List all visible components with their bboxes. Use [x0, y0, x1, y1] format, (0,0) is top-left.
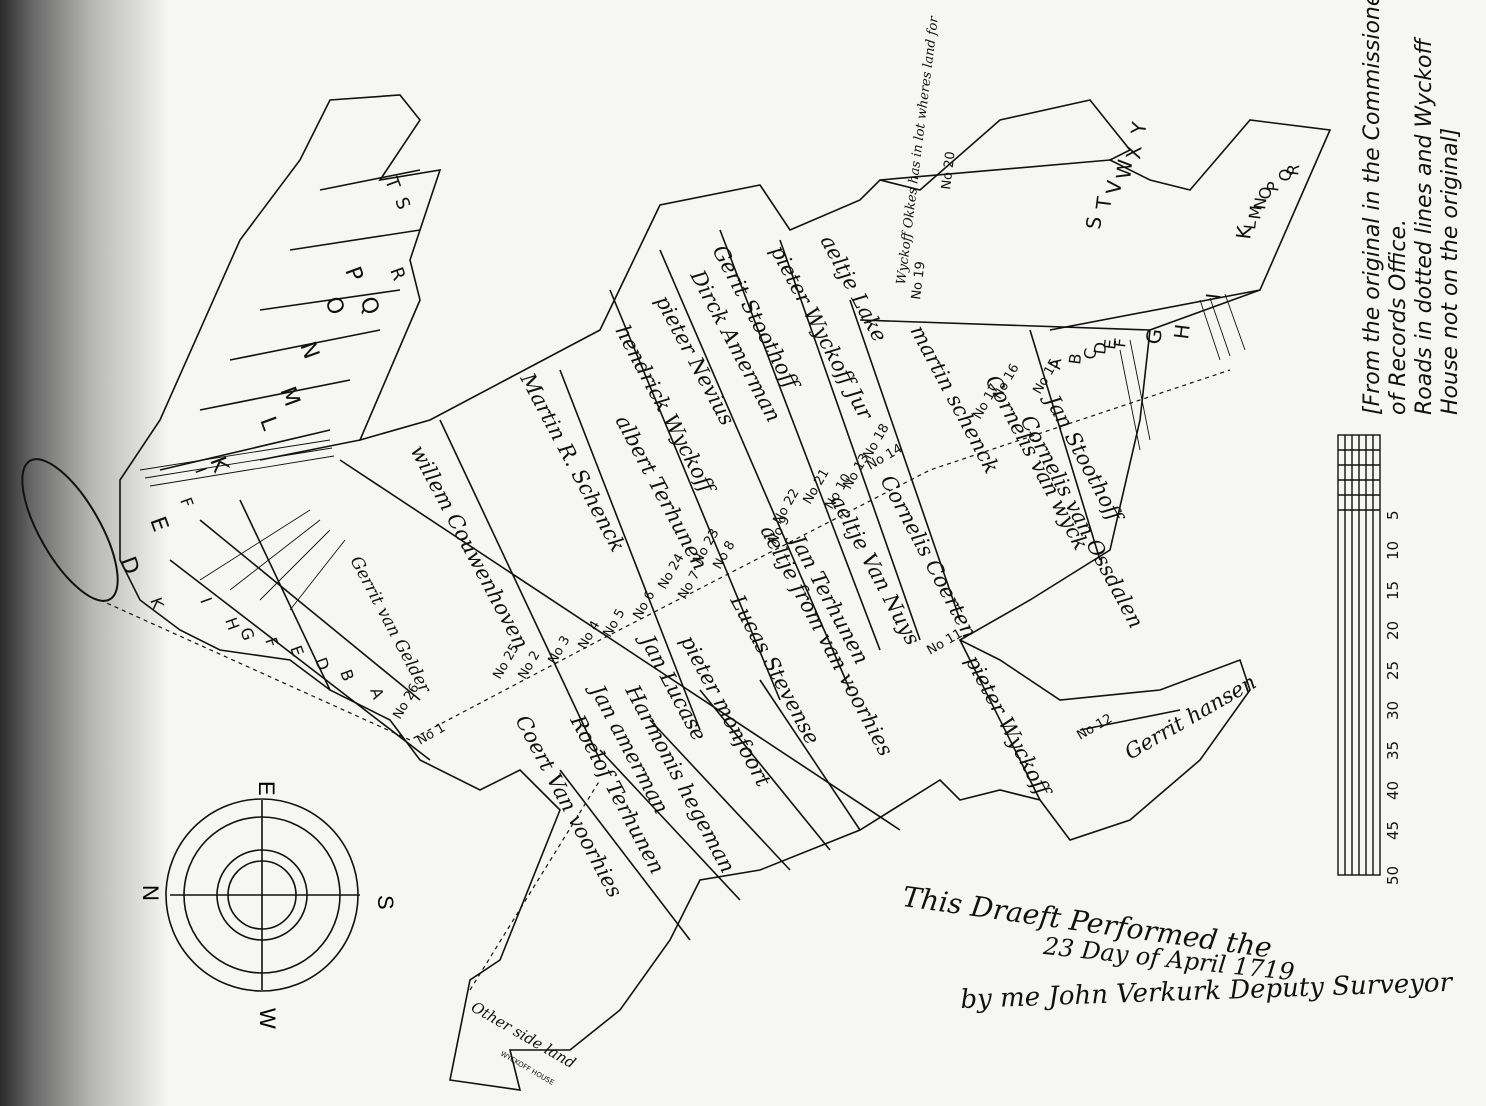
- sublot-letter: Y: [1126, 120, 1152, 137]
- sublot-letter: M: [1245, 204, 1266, 220]
- scale-label: 50: [1384, 866, 1402, 885]
- compass-w: W: [255, 1008, 280, 1029]
- sublot-letter: Q: [354, 294, 383, 319]
- sublot-letter: E: [1100, 338, 1120, 350]
- scale-label: 40: [1384, 781, 1402, 800]
- sublot-letter: L: [1240, 219, 1260, 230]
- lot-number: No 19: [909, 261, 929, 301]
- archival-note: [From the original in the Commissioner o…: [1360, 0, 1486, 420]
- sublot-letter: R: [1283, 163, 1303, 176]
- sublot-letter: C: [1080, 347, 1100, 360]
- lot-number: No 3: [545, 633, 573, 667]
- sublot-letter: I: [196, 595, 215, 606]
- sublot-letter: I: [1201, 292, 1226, 301]
- sublot-letter: X: [1121, 144, 1147, 161]
- sublot-letter: B: [336, 667, 358, 684]
- sublot-letter: B: [1065, 352, 1085, 365]
- sublot-letter: F: [1110, 337, 1130, 348]
- lot-number: No 26: [390, 681, 422, 722]
- scale-label: 10: [1384, 541, 1402, 560]
- lot-number: No 1: [415, 720, 449, 748]
- sublot-letter: O: [319, 294, 348, 319]
- scale-label: 15: [1384, 581, 1402, 600]
- note-line: [From the original in the Commissioner: [1360, 0, 1385, 415]
- sublot-letter: W: [1111, 158, 1137, 181]
- compass-s: S: [373, 895, 398, 910]
- owner-label: willem Couwenhoven: [406, 441, 534, 653]
- sublot-letter: V: [1101, 179, 1127, 196]
- sublot-letter: P: [1263, 180, 1283, 192]
- owner-label: pieter Wyckoff: [961, 651, 1057, 802]
- sublot-letter: P: [339, 264, 367, 285]
- compass-rose: [165, 798, 360, 992]
- scale-label: 45: [1384, 821, 1402, 840]
- road-dotted-branch: [469, 779, 601, 991]
- scale-bar: [1337, 434, 1381, 876]
- scale-label: 30: [1384, 701, 1402, 720]
- scale-label: 25: [1384, 661, 1402, 680]
- sublot-letter: S: [390, 195, 414, 213]
- lot-number: No 7: [675, 568, 703, 602]
- sublot-letter: A: [1045, 357, 1065, 370]
- sublot-letter: Q: [1275, 168, 1295, 183]
- compass-n: N: [138, 885, 163, 901]
- sublot-letter: M: [274, 384, 304, 410]
- binding-shadow: [0, 0, 170, 1106]
- tract-outline: [119, 94, 1332, 1091]
- sublot-letter: F: [261, 635, 282, 650]
- road-dotted: [99, 369, 1231, 741]
- owner-label: Martin R. Schenck: [515, 368, 630, 556]
- sublot-letter: N: [294, 339, 323, 363]
- sublot-letter: L: [254, 414, 282, 435]
- scale-label: 20: [1384, 621, 1402, 640]
- lot-number: No 4: [575, 618, 603, 652]
- sublot-letter: E: [286, 643, 307, 659]
- sublot-letter: F: [176, 495, 197, 510]
- note-line: of Records Office.: [1386, 219, 1411, 415]
- sublot-letter: O: [1255, 186, 1275, 201]
- compass-e: E: [254, 781, 279, 796]
- sublot-letter: D: [114, 554, 143, 578]
- lot-number: No 22: [770, 486, 802, 527]
- sublot-letter: S: [1081, 215, 1106, 231]
- lot-number: No 6: [630, 588, 658, 622]
- sublot-letter: D: [311, 655, 333, 673]
- note-line: Roads in dotted lines and Wyckoff: [1412, 38, 1437, 415]
- sublot-letter: I: [191, 465, 210, 476]
- lot-number: No 20: [939, 151, 959, 191]
- sublot-letter: H: [1169, 323, 1195, 341]
- sublot-letter: K: [146, 595, 168, 612]
- scale-label: 35: [1384, 741, 1402, 760]
- sublot-letter: G: [236, 625, 258, 643]
- scale-labels: 5 10 15 20 25 30 35 40 45 50: [1384, 510, 1402, 885]
- owner-label: Coert Van voorhies: [511, 711, 628, 902]
- sublot-letter: N: [1250, 196, 1270, 210]
- owner-label: hendrick Wyckoff: [611, 321, 721, 499]
- lot-number: No 5: [600, 606, 628, 640]
- sublot-letter: T: [1091, 195, 1117, 212]
- pond: [21, 458, 119, 602]
- sublot-letter: G: [1141, 327, 1167, 345]
- sublot-letter: A: [366, 685, 388, 702]
- owner-label: Wyckoff Okkes has in lot wheres land for: [894, 15, 942, 286]
- sublot-letter: E: [144, 514, 172, 536]
- sublot-letter: R: [385, 265, 409, 284]
- lot-number: No 11: [925, 626, 966, 658]
- lot-number: No 12: [1075, 711, 1116, 743]
- scale-label: 5: [1384, 510, 1402, 520]
- note-line: House not on the original]: [1438, 127, 1463, 415]
- sublot-letter: D: [1090, 341, 1110, 356]
- sublot-letter: K: [1231, 224, 1257, 241]
